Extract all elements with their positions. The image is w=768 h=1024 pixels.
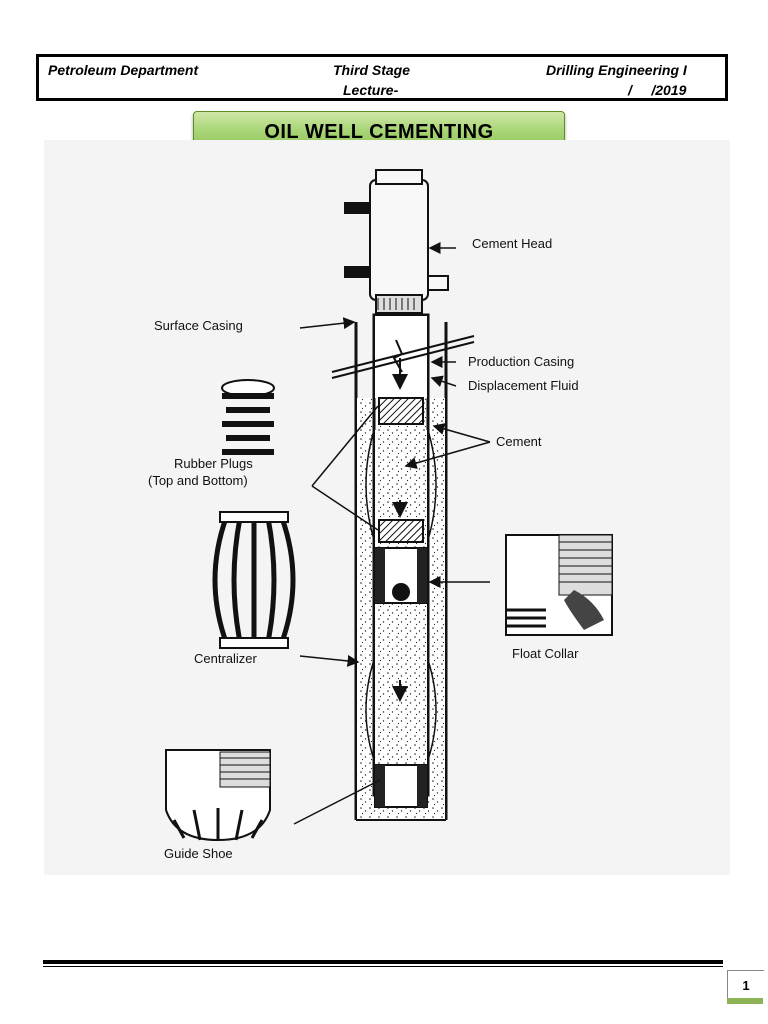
footer-rule-thick	[43, 960, 723, 964]
lecture-label: Lecture-	[343, 82, 399, 98]
surface-casing-label: Surface Casing	[154, 318, 243, 333]
centralizer-bows	[365, 429, 437, 761]
guide-shoe-label: Guide Shoe	[164, 846, 233, 861]
float-collar-illustration	[505, 534, 613, 636]
course-label: Drilling Engineering I	[546, 62, 687, 78]
cement-head-label: Cement Head	[472, 236, 552, 251]
cement-label: Cement	[496, 434, 542, 449]
cementing-diagram-svg: Cement Head Surface Casing Production Ca…	[148, 169, 613, 861]
rubber-plugs-sublabel: (Top and Bottom)	[148, 473, 248, 488]
page-number-bar	[727, 998, 763, 1004]
rubber-plugs-label: Rubber Plugs	[174, 456, 253, 471]
header-box	[36, 54, 728, 101]
surface-casing	[354, 322, 448, 821]
displacement-fluid-label: Displacement Fluid	[468, 378, 579, 393]
leader-lines	[293, 242, 491, 825]
footer-rule-thin	[43, 966, 723, 967]
guide-shoe-in-casing	[374, 764, 428, 808]
float-collar-in-casing	[374, 547, 428, 604]
guide-shoe-illustration	[165, 749, 271, 842]
cement-head	[344, 169, 449, 314]
department-label: Petroleum Department	[48, 62, 199, 78]
centralizer-illustration	[212, 511, 296, 649]
top-plug	[378, 397, 424, 425]
cementing-diagram: Cement Head Surface Casing Production Ca…	[44, 140, 730, 875]
page-number: 1	[727, 970, 764, 999]
centralizer-label: Centralizer	[194, 651, 258, 666]
rubber-plug-illustration	[221, 379, 275, 455]
bottom-plug	[378, 519, 424, 543]
break-zigzag	[392, 339, 404, 373]
stage-label: Third Stage	[333, 62, 411, 78]
date-label: / /2019	[628, 82, 687, 98]
production-casing-label: Production Casing	[468, 354, 574, 369]
float-collar-label: Float Collar	[512, 646, 579, 661]
